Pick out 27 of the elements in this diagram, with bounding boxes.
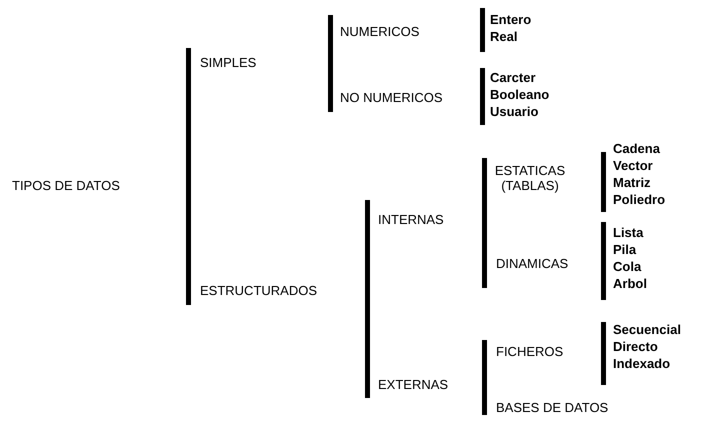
category-label: BASES DE DATOS [496, 400, 608, 415]
item-label: Indexado [613, 356, 670, 371]
item-label: Arbol [613, 276, 647, 291]
item-label: Lista [613, 225, 644, 240]
category-label: SIMPLES [200, 55, 256, 70]
item-label: Cola [613, 259, 642, 274]
item-label: Vector [613, 158, 653, 173]
item-label: Usuario [490, 104, 538, 119]
category-label: INTERNAS [378, 212, 444, 227]
item-label: Real [490, 29, 518, 44]
item-label: Secuencial [613, 322, 681, 337]
category-label: ESTATICAS (TABLAS) [494, 163, 566, 193]
category-label: NO NUMERICOS [340, 90, 443, 105]
item-label: Pila [613, 242, 636, 257]
item-label: Matriz [613, 175, 651, 190]
category-label: TIPOS DE DATOS [12, 178, 120, 193]
category-label: EXTERNAS [378, 377, 448, 392]
category-label: DINAMICAS [496, 256, 568, 271]
item-label: Poliedro [613, 192, 666, 207]
item-label: Directo [613, 339, 658, 354]
item-label: Cadena [613, 141, 660, 156]
category-label: FICHEROS [496, 344, 564, 359]
item-label: Carcter [490, 70, 536, 85]
category-label: NUMERICOS [340, 24, 420, 39]
category-label: ESTRUCTURADOS [200, 283, 318, 298]
item-label: Booleano [490, 87, 550, 102]
item-label: Entero [490, 12, 532, 27]
